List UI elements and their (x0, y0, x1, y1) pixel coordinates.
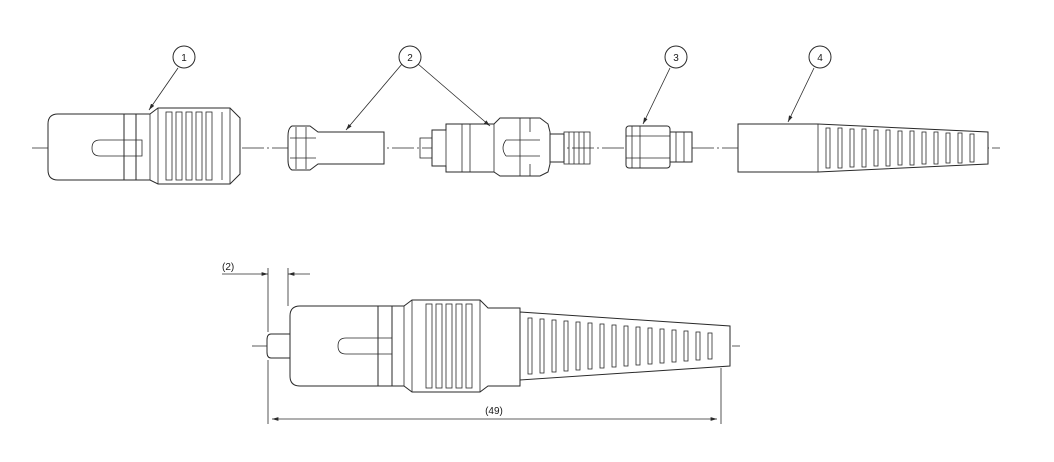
balloon-1-label: 1 (181, 53, 187, 64)
dimension-ferrule-protrusion: (2) (222, 262, 310, 332)
balloon-2-label: 2 (407, 53, 413, 64)
balloon-4-label: 4 (817, 53, 823, 64)
balloon-3: 3 (642, 45, 688, 125)
part-4-boot (737, 123, 989, 173)
dimension-2-label: (2) (222, 262, 234, 273)
dimension-overall-length: (49) (267, 360, 722, 424)
part-2-inner-body (419, 117, 591, 177)
balloon-1: 1 (148, 45, 196, 111)
part-3-crimp-sleeve (625, 125, 693, 169)
balloon-2: 2 (345, 45, 491, 131)
dimension-49-label: (49) (485, 406, 503, 417)
part-2-ferrule (287, 125, 385, 171)
balloon-3-label: 3 (673, 53, 679, 64)
balloon-4: 4 (787, 45, 832, 123)
assembled-connector (266, 299, 731, 393)
part-1-housing (47, 107, 241, 185)
